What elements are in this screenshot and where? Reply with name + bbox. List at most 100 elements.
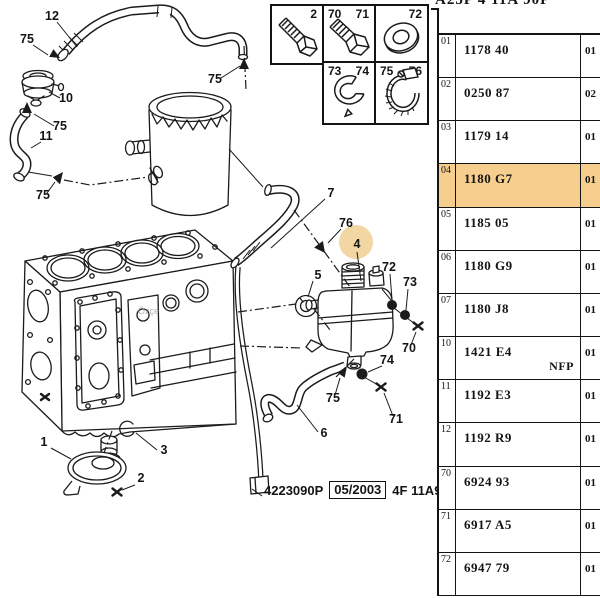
legend-cell-2: 2 <box>270 4 324 65</box>
callout-76[interactable]: 76 <box>339 216 353 230</box>
table-row[interactable]: 02 0250 87 02 <box>439 78 600 122</box>
row-ref: 12 <box>439 423 456 466</box>
row-ref: 02 <box>439 78 456 121</box>
table-row[interactable]: 01 1178 40 01 <box>439 35 600 79</box>
table-row[interactable]: 11 1192 E3 01 <box>439 380 600 424</box>
drain-tube <box>234 266 270 497</box>
table-row[interactable]: 71 6917 A5 01 <box>439 509 600 553</box>
row-part-number: 1178 40 <box>464 42 510 57</box>
legend-cell-70-71: 70 71 <box>322 4 376 65</box>
legend-number: 75 <box>380 64 394 78</box>
leader-lines <box>30 21 417 491</box>
breather-hose <box>9 108 32 182</box>
table-row[interactable]: 70 6924 93 01 <box>439 466 600 510</box>
drawing-reference: 4223090P 05/2003 4F 11A90P <box>264 481 457 499</box>
x-mark-block <box>39 392 51 402</box>
callout-3[interactable]: 3 <box>161 443 168 457</box>
row-qty: 01 <box>580 466 600 509</box>
row-part-number: 6924 93 <box>464 473 510 489</box>
callout-11[interactable]: 11 <box>39 129 52 143</box>
table-row[interactable]: 06 1180 G9 01 <box>439 250 600 294</box>
callout-1[interactable]: 1 <box>41 435 48 449</box>
row-qty: 01 <box>580 164 600 207</box>
bolt-icon <box>278 17 318 57</box>
row-ref: 71 <box>439 509 456 552</box>
row-note: NFP <box>549 359 574 374</box>
clamp-arrows <box>22 49 347 378</box>
table-row[interactable]: 05 1185 05 01 <box>439 207 600 251</box>
row-part-number: 0250 87 <box>464 85 510 101</box>
selected-callout-highlight <box>339 225 373 259</box>
callout-75[interactable]: 75 <box>20 32 34 46</box>
callout-12[interactable]: 12 <box>45 9 59 23</box>
drawing-date: 05/2003 <box>329 481 387 499</box>
oil-separator-canister <box>124 91 264 217</box>
legend-number: 73 <box>328 64 342 78</box>
table-row[interactable]: 12 1192 R9 01 <box>439 423 600 467</box>
callout-74[interactable]: 74 <box>380 353 394 367</box>
table-row[interactable]: 03 1179 14 01 <box>439 121 600 165</box>
callout-5[interactable]: 5 <box>315 268 322 282</box>
callout-4-selected[interactable]: 4 <box>354 237 361 251</box>
callout-72[interactable]: 72 <box>382 260 396 274</box>
legend-number: 70 <box>328 7 342 21</box>
parts-table-header <box>439 8 600 35</box>
callout-6[interactable]: 6 <box>321 426 328 440</box>
row-ref: 72 <box>439 552 456 596</box>
row-ref: 05 <box>439 207 456 250</box>
legend-number: 72 <box>408 7 422 21</box>
callout-73[interactable]: 73 <box>403 275 417 289</box>
row-qty: 01 <box>580 509 600 552</box>
table-row[interactable]: 72 6947 79 01 <box>439 552 600 597</box>
bolt-icon <box>329 18 370 56</box>
return-hose <box>260 361 347 423</box>
row-ref: 07 <box>439 293 456 337</box>
row-qty: 01 <box>580 207 600 250</box>
callout-7[interactable]: 7 <box>328 186 335 200</box>
table-row-selected[interactable]: 04 1180 G7 01 <box>439 164 600 208</box>
row-part-number: 1185 05 <box>464 214 510 230</box>
legend-number: 71 <box>355 7 369 21</box>
row-qty: 01 <box>580 423 600 466</box>
row-part-number: 6947 79 <box>464 559 510 575</box>
callout-75[interactable]: 75 <box>326 391 340 405</box>
row-part-number: 1180 J8 <box>464 300 510 316</box>
row-part-number: 1192 E3 <box>464 387 512 403</box>
row-ref: 01 <box>439 35 456 78</box>
row-qty: 01 <box>580 293 600 337</box>
callout-75[interactable]: 75 <box>53 119 67 133</box>
washer-dots <box>356 300 410 380</box>
row-qty: 01 <box>580 250 600 293</box>
crankcase-hose <box>57 4 249 62</box>
row-ref: 04 <box>439 164 456 207</box>
callout-70[interactable]: 70 <box>402 341 416 355</box>
callout-75[interactable]: 75 <box>208 72 222 86</box>
row-ref: 10 <box>439 337 456 380</box>
hose-clamp-icon <box>384 67 420 117</box>
table-row[interactable]: 07 1180 J8 01 <box>439 293 600 338</box>
row-ref: 03 <box>439 121 456 164</box>
screw-x-marks <box>111 321 424 497</box>
row-qty: 01 <box>580 35 600 78</box>
legend-cell-75-76: 75 76 <box>374 61 429 125</box>
row-part-number: 1192 R9 <box>464 430 512 446</box>
document-title: A25P 4 11A 90P <box>435 0 551 8</box>
row-ref: 11 <box>439 380 456 423</box>
callout-71[interactable]: 71 <box>389 412 403 426</box>
row-part-number: 1180 G7 <box>464 171 513 187</box>
row-qty: 01 <box>580 380 600 423</box>
row-qty: 02 <box>580 78 600 121</box>
row-qty: 01 <box>580 552 600 596</box>
row-part-number: 1180 G9 <box>464 257 513 273</box>
callout-75[interactable]: 75 <box>36 188 50 202</box>
legend-cell-72: 72 <box>374 4 429 65</box>
row-part-number: 6917 A5 <box>464 516 512 532</box>
breather-valve <box>21 69 65 107</box>
exploded-diagram: 12 75 75 10 75 11 75 7 76 4 72 73 70 5 7… <box>9 4 424 497</box>
callout-10[interactable]: 10 <box>59 91 73 105</box>
legend-number: 2 <box>310 7 317 21</box>
callout-2[interactable]: 2 <box>138 471 145 485</box>
